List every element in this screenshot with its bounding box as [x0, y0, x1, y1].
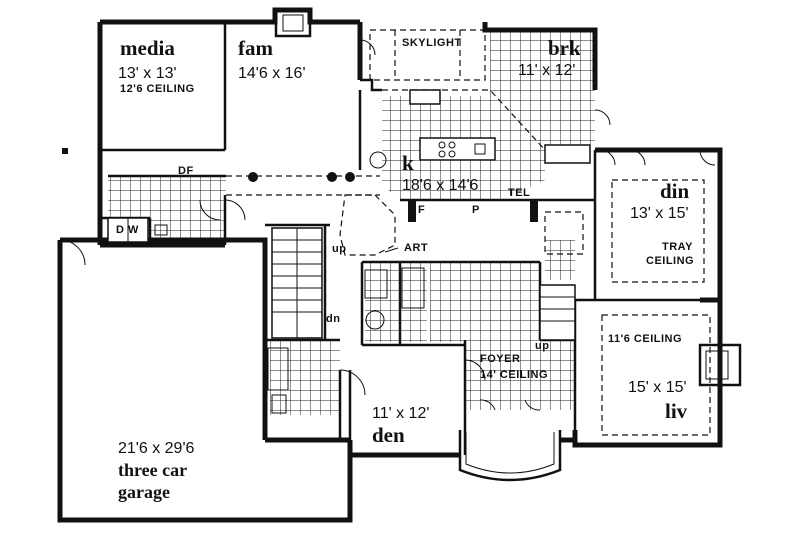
dw-label: D W: [116, 224, 139, 236]
bath-tile: [270, 340, 340, 415]
art-leader: [384, 247, 399, 253]
art-label: ART: [404, 242, 428, 254]
breakfast-tile: [490, 30, 595, 150]
din-name: din: [660, 179, 690, 203]
den-name: den: [372, 423, 405, 447]
pantry-label: P: [472, 204, 480, 216]
k-name: k: [402, 151, 414, 175]
skylight-label: SKYLIGHT: [402, 37, 462, 49]
foyer-name: FOYER: [480, 353, 520, 365]
counter-sink: [544, 144, 591, 164]
doors: [59, 39, 716, 411]
bath: [267, 347, 289, 414]
k-size: 18'6 x 14'6: [402, 177, 478, 194]
brk-size: 11' x 12': [518, 62, 575, 79]
closet-tile: [545, 240, 575, 280]
fam-size: 14'6 x 16': [238, 65, 306, 82]
range-hood: [369, 151, 387, 169]
media-name: media: [120, 36, 175, 60]
stairs-main: [271, 227, 323, 339]
sink: [409, 89, 441, 105]
powder-tile: [365, 262, 427, 342]
hall-tile: [430, 262, 540, 342]
fireplace-fam: [274, 8, 312, 38]
media-ceiling: 12'6 CEILING: [120, 83, 195, 95]
foyer-up-label: up: [535, 340, 549, 352]
garage-name-2: garage: [118, 482, 170, 502]
stairs-foyer: [539, 284, 576, 341]
din-ceiling: CEILING: [646, 255, 694, 267]
liv-ceiling: 11'6 CEILING: [608, 333, 682, 345]
den-size: 11' x 12': [372, 405, 429, 422]
bay-window: [458, 430, 562, 482]
stairs-dn-label: dn: [326, 313, 340, 325]
kitchen-island: [419, 137, 496, 161]
tel-label: TEL: [508, 187, 530, 199]
din-tray: TRAY: [662, 241, 693, 253]
media-size: 13' x 13': [118, 65, 177, 82]
garage-name-1: three car: [118, 460, 187, 480]
stairs-up-label: up: [332, 243, 346, 255]
liv-name: liv: [665, 399, 688, 423]
foyer-ceiling: 14' CEILING: [480, 369, 548, 381]
fridge-label: F: [418, 204, 425, 216]
foyer-tile: [465, 340, 575, 410]
din-size: 13' x 15': [630, 205, 689, 222]
brk-name: brk: [548, 36, 581, 60]
columns: [62, 148, 538, 222]
df-label: DF: [178, 165, 194, 177]
fireplace-liv: [698, 343, 742, 387]
liv-size: 15' x 15': [628, 379, 687, 396]
garage-size: 21'6 x 29'6: [118, 440, 194, 457]
powder-room: [364, 267, 425, 330]
fam-name: fam: [238, 36, 273, 60]
laundry: [107, 217, 168, 243]
